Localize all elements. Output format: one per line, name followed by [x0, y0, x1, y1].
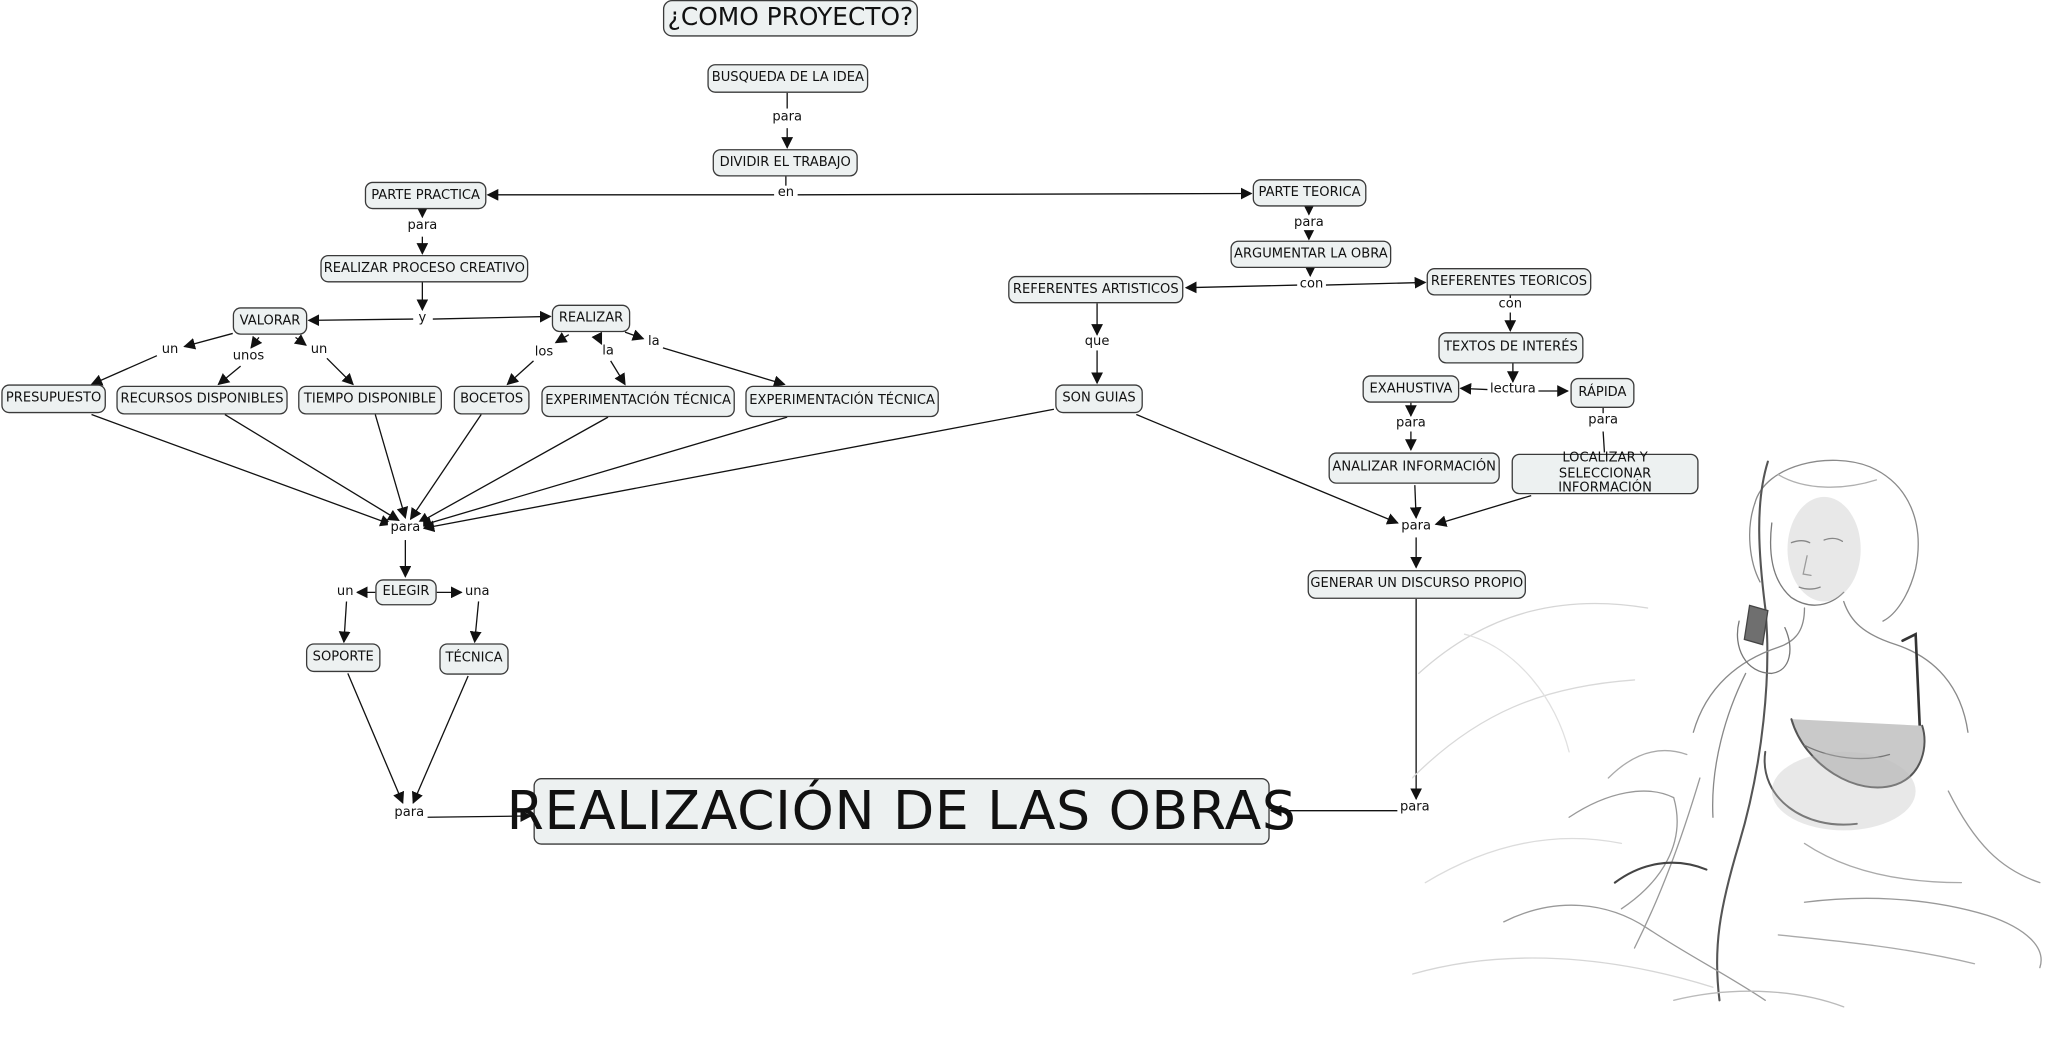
- edge-soporte-para: [348, 673, 403, 802]
- edge-tiempo-para: [375, 415, 405, 518]
- link-un-1: un: [159, 344, 181, 357]
- link-con-2: con: [1496, 298, 1525, 311]
- link-para-3: para: [1291, 217, 1326, 230]
- node-realizacion: REALIZACIÓN DE LAS OBRAS: [534, 778, 1270, 845]
- edge-un2-tiempo: [327, 358, 353, 384]
- edge-bocetos-para: [411, 415, 482, 520]
- link-lectura: lectura: [1487, 383, 1538, 396]
- node-ref-teoricos: REFERENTES TEORICOS: [1427, 268, 1592, 295]
- edge-una-tecnica: [475, 601, 479, 642]
- node-tiempo: TIEMPO DISPONIBLE: [298, 386, 442, 415]
- node-parte-teorica: PARTE TEORICA: [1253, 179, 1367, 206]
- link-para-4: para: [1393, 417, 1428, 430]
- edge-un1-presupuesto: [92, 356, 157, 385]
- link-una: una: [462, 586, 492, 599]
- node-textos: TEXTOS DE INTERÉS: [1438, 332, 1583, 363]
- link-unos: unos: [230, 350, 267, 363]
- edge-los-bocetos: [507, 361, 533, 385]
- node-soporte: SOPORTE: [306, 643, 381, 672]
- edge-valorar-unos: [251, 337, 259, 347]
- link-los: los: [532, 347, 556, 360]
- edge-exp1-para: [418, 417, 608, 523]
- edge-tecnica-para: [413, 676, 468, 803]
- node-tecnica: TÉCNICA: [439, 643, 508, 674]
- edge-realizar-los: [556, 335, 569, 343]
- edge-en-teorica: [798, 194, 1252, 195]
- edge-y-valorar: [309, 319, 414, 320]
- concept-map: ¿COMO PROYECTO? BUSQUEDA DE LA IDEA DIVI…: [0, 0, 2049, 1030]
- node-son-guias: SON GUIAS: [1055, 384, 1143, 413]
- link-y: y: [416, 313, 429, 326]
- link-la-1: la: [600, 345, 617, 358]
- edge-con-teoricos: [1325, 282, 1426, 285]
- node-exp-tecnica-2: EXPERIMENTACIÓN TÉCNICA: [745, 386, 939, 417]
- title-node: ¿COMO PROYECTO?: [663, 0, 918, 37]
- link-para-1: para: [770, 111, 805, 124]
- edge-para-localizar: [1603, 432, 1604, 453]
- pencil-sketch-figure: [1412, 451, 2049, 1026]
- node-ref-artisticos: REFERENTES ARTISTICOS: [1008, 276, 1183, 303]
- node-exp-tecnica-1: EXPERIMENTACIÓN TÉCNICA: [541, 386, 735, 417]
- edge-presupuesto-para: [92, 415, 391, 525]
- link-con-1: con: [1297, 279, 1326, 292]
- node-realizar-proceso: REALIZAR PROCESO CREATIVO: [320, 255, 528, 282]
- link-un-3: un: [334, 586, 356, 599]
- edge-realizar-la1: [598, 336, 602, 344]
- edge-realizar-la2: [625, 332, 643, 339]
- node-bocetos: BOCETOS: [454, 386, 530, 415]
- link-para-6: para: [388, 522, 423, 535]
- edge-exp2-para: [421, 417, 787, 526]
- node-rapida: RÁPIDA: [1570, 378, 1634, 408]
- link-que: que: [1082, 336, 1112, 349]
- node-argumentar: ARGUMENTAR LA OBRA: [1230, 241, 1391, 268]
- edge-recursos-para: [225, 415, 399, 521]
- link-en: en: [775, 187, 797, 200]
- node-valorar: VALORAR: [233, 307, 308, 334]
- edge-lectura-exahustiva: [1461, 388, 1491, 389]
- node-presupuesto: PRESUPUESTO: [1, 384, 106, 413]
- link-un-2: un: [308, 344, 330, 357]
- edge-la2-exp2: [663, 348, 785, 385]
- edge-valorar-un2: [296, 337, 306, 345]
- node-parte-practica: PARTE PRACTICA: [365, 182, 487, 209]
- edge-y-realizar: [433, 316, 551, 319]
- edge-con-artisticos: [1186, 285, 1298, 288]
- node-exahustiva: EXAHUSTIVA: [1363, 375, 1460, 402]
- edge-unos-recursos: [218, 366, 240, 384]
- link-la-2: la: [645, 336, 662, 349]
- edge-guias-para: [424, 409, 1054, 528]
- node-dividir: DIVIDIR EL TRABAJO: [713, 149, 858, 176]
- link-para-8: para: [392, 807, 427, 820]
- edge-valorar-un1: [184, 333, 232, 346]
- node-busqueda: BUSQUEDA DE LA IDEA: [707, 64, 868, 93]
- node-elegir: ELEGIR: [375, 579, 436, 605]
- link-para-2: para: [405, 220, 440, 233]
- edge-un3-soporte: [344, 601, 347, 642]
- node-recursos: RECURSOS DISPONIBLES: [116, 386, 287, 415]
- edge-la1-exp1: [611, 361, 625, 385]
- node-realizar: REALIZAR: [552, 305, 630, 332]
- link-para-5: para: [1586, 415, 1621, 428]
